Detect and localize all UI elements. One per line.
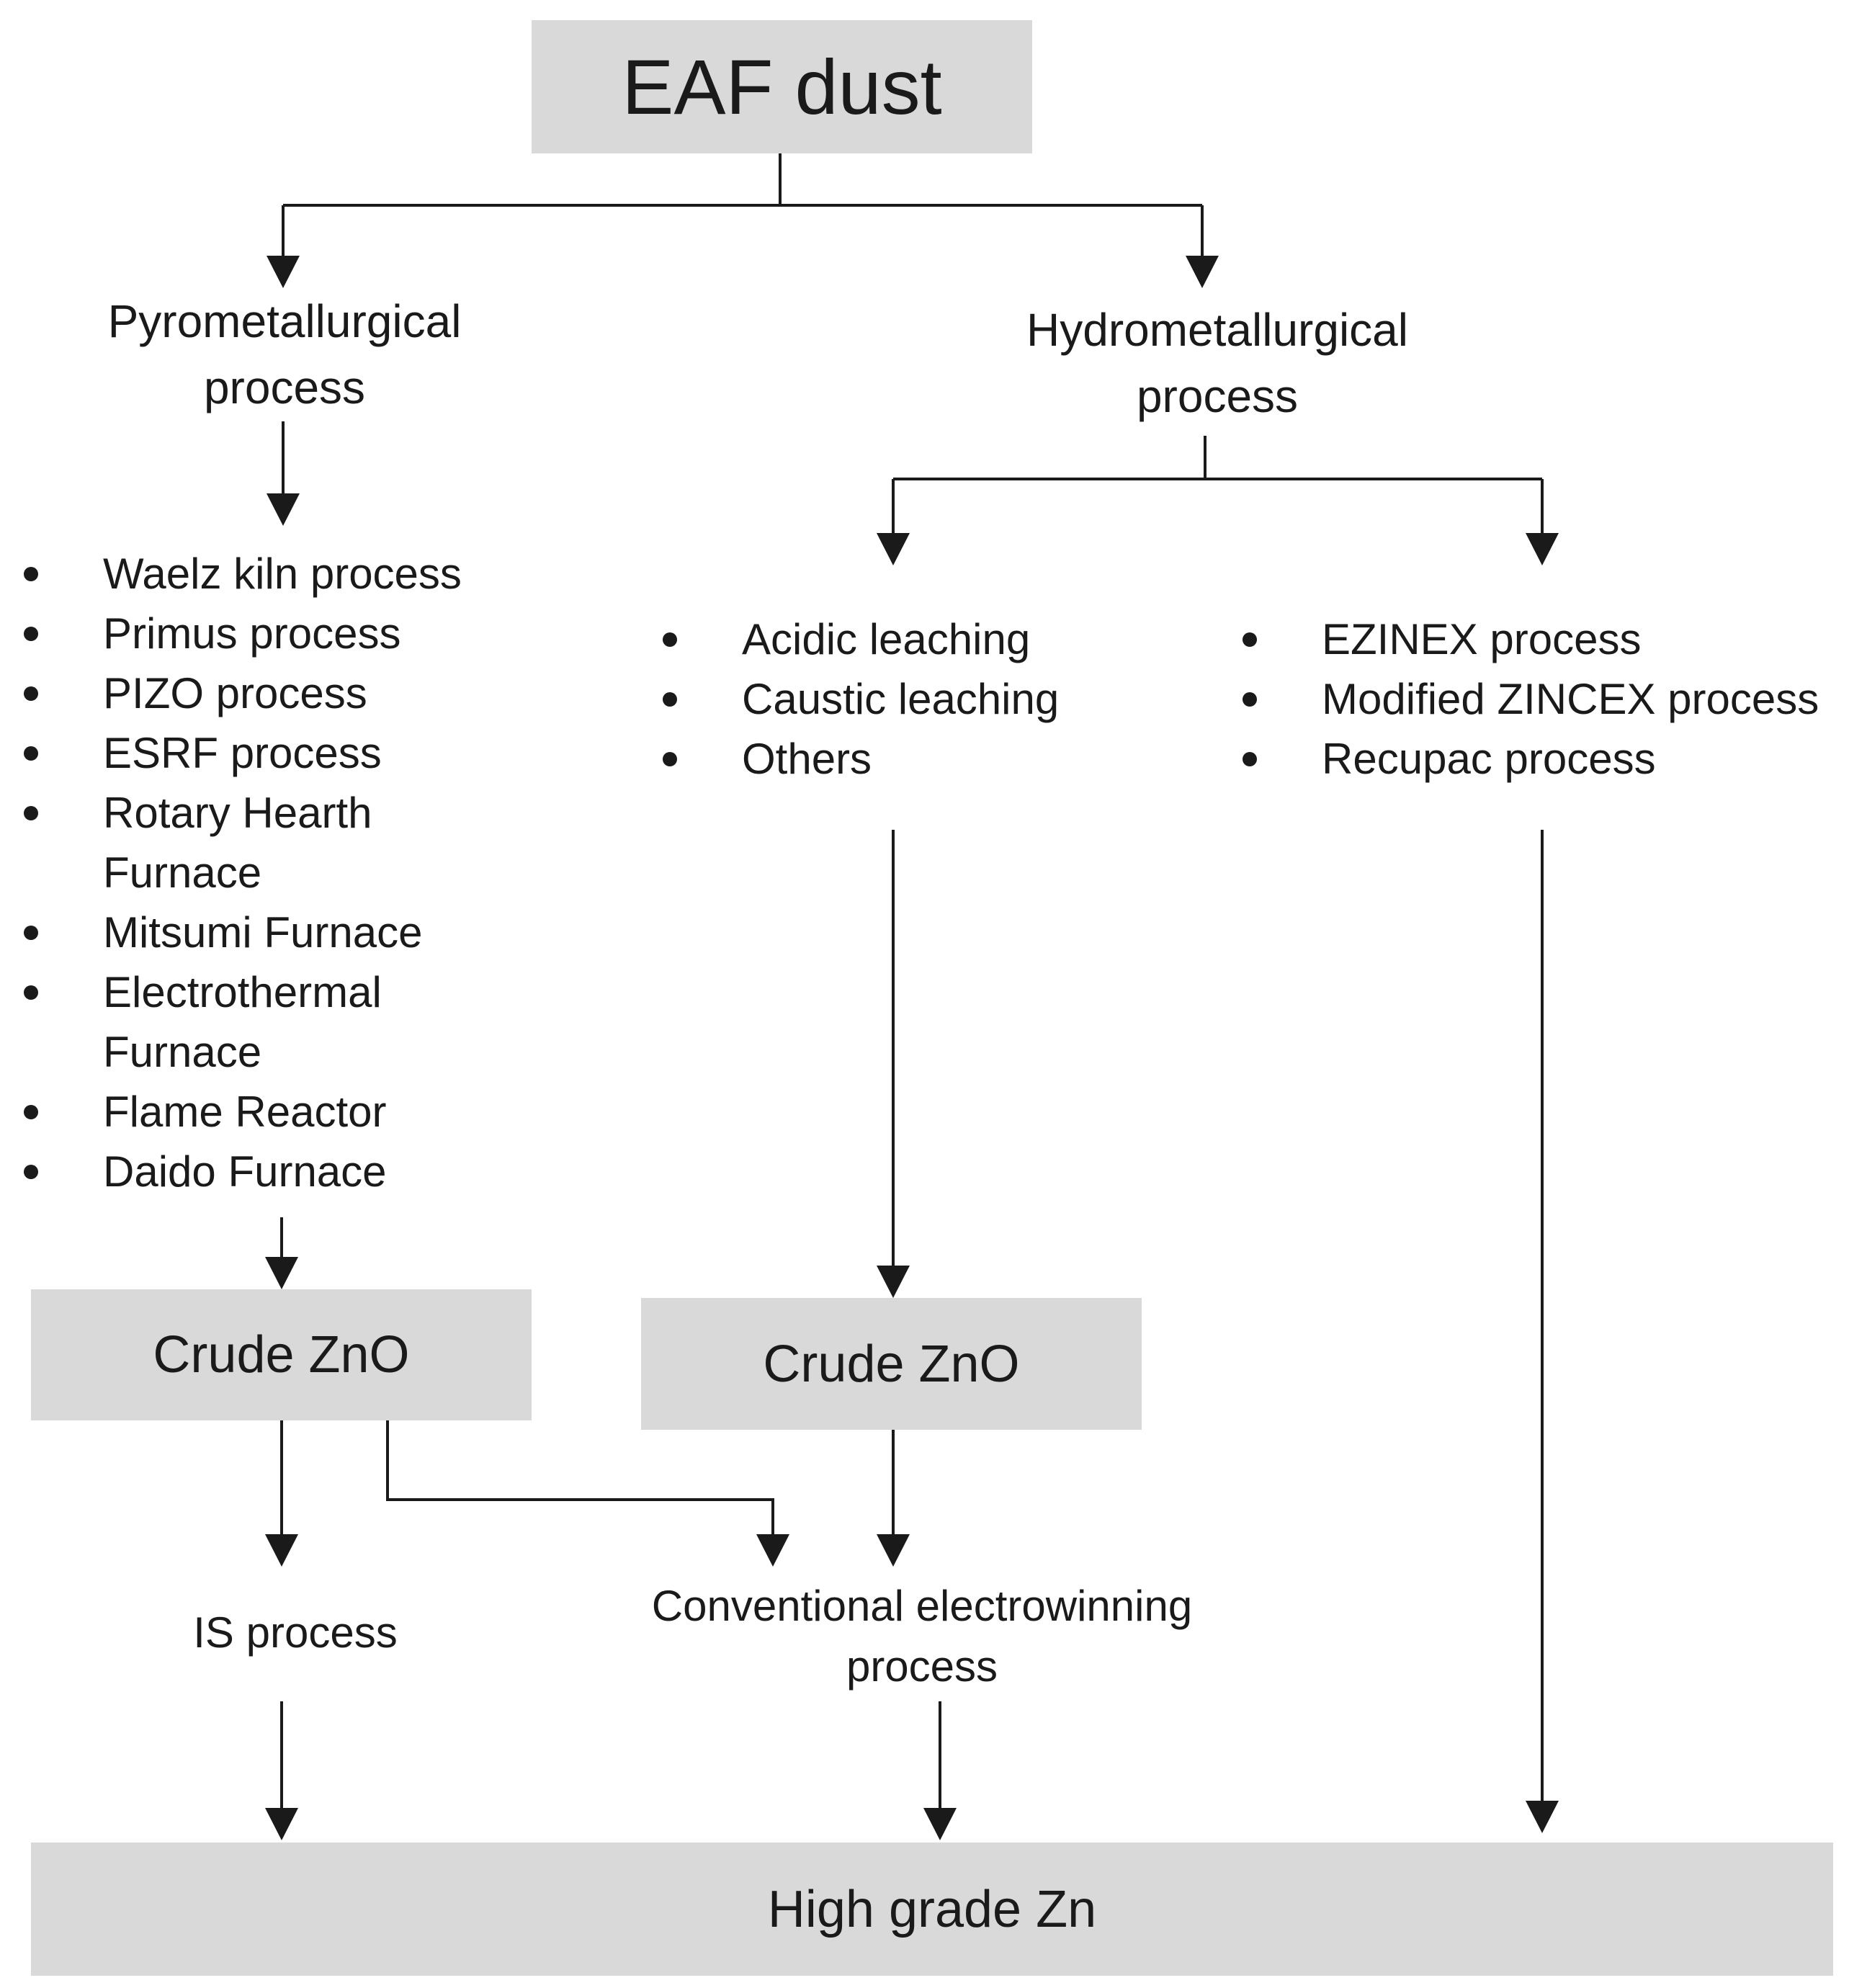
hydro-leaching-list: Acidic leaching Caustic leaching Others [663, 609, 1109, 789]
arrowhead-crude-left [265, 1257, 298, 1289]
is-process-node: IS process [115, 1603, 475, 1663]
pyro-node: Pyrometallurgical process [43, 288, 526, 421]
leaching-item: Acidic leaching [663, 609, 1109, 669]
pyro-item: Mitsumi Furnace [24, 903, 528, 962]
pyro-item: ESRF process [24, 723, 528, 783]
arrowhead-is [265, 1534, 298, 1567]
arrowhead-final-left [265, 1808, 298, 1840]
arrowhead-processes [1526, 533, 1559, 565]
hydro-process-item: Modified ZINCEX process [1243, 669, 1833, 729]
crude-zno-right-label: Crude ZnO [763, 1335, 1020, 1393]
arrowhead-final-middle [923, 1808, 957, 1840]
arrowhead-pyro-list [267, 493, 300, 526]
hydro-node-line-1: Hydrometallurgical [1026, 304, 1408, 356]
arrowhead-electrowinning-right [877, 1534, 910, 1567]
hydro-node: Hydrometallurgical process [980, 297, 1455, 429]
root-node: EAF dust [532, 20, 1032, 153]
pyro-item: Primus process [24, 604, 528, 663]
crude-zno-left-node: Crude ZnO [31, 1289, 532, 1420]
root-node-label: EAF dust [622, 43, 942, 130]
is-process-label: IS process [193, 1608, 398, 1657]
arrowhead-hydro [1186, 256, 1219, 288]
crude-zno-left-label: Crude ZnO [153, 1326, 410, 1384]
crude-zno-right-node: Crude ZnO [641, 1298, 1142, 1430]
arrowhead-final-right [1526, 1801, 1559, 1833]
arrowhead-crude-right [877, 1266, 910, 1298]
electrowinning-line-2: process [846, 1642, 998, 1691]
hydro-process-item: Recupac process [1243, 729, 1833, 789]
leaching-item: Caustic leaching [663, 669, 1109, 729]
pyro-item: Flame Reactor [24, 1082, 528, 1142]
pyro-node-line-1: Pyrometallurgical [107, 295, 462, 347]
pyro-process-list: Waelz kiln process Primus process PIZO p… [24, 544, 528, 1201]
pyro-node-line-2: process [203, 362, 366, 413]
leaching-item: Others [663, 729, 1109, 789]
electrowinning-node: Conventional electrowinning process [605, 1576, 1239, 1697]
high-grade-zn-node: High grade Zn [31, 1843, 1833, 1976]
arrowhead-pyro [267, 256, 300, 288]
pyro-item: PIZO process [24, 663, 528, 723]
pyro-item: Waelz kiln process [24, 544, 528, 604]
electrowinning-line-1: Conventional electrowinning [651, 1582, 1193, 1630]
arrowhead-electrowinning-left [756, 1534, 789, 1567]
arrowhead-leaching [877, 533, 910, 565]
high-grade-zn-label: High grade Zn [767, 1880, 1097, 1938]
hydro-process-item: EZINEX process [1243, 609, 1833, 669]
hydro-node-line-2: process [1136, 370, 1299, 422]
hydro-process-list: EZINEX process Modified ZINCEX process R… [1243, 609, 1833, 789]
crude-left-to-electrowinning-line [386, 1420, 774, 1534]
pyro-item: Daido Furnace [24, 1142, 528, 1201]
